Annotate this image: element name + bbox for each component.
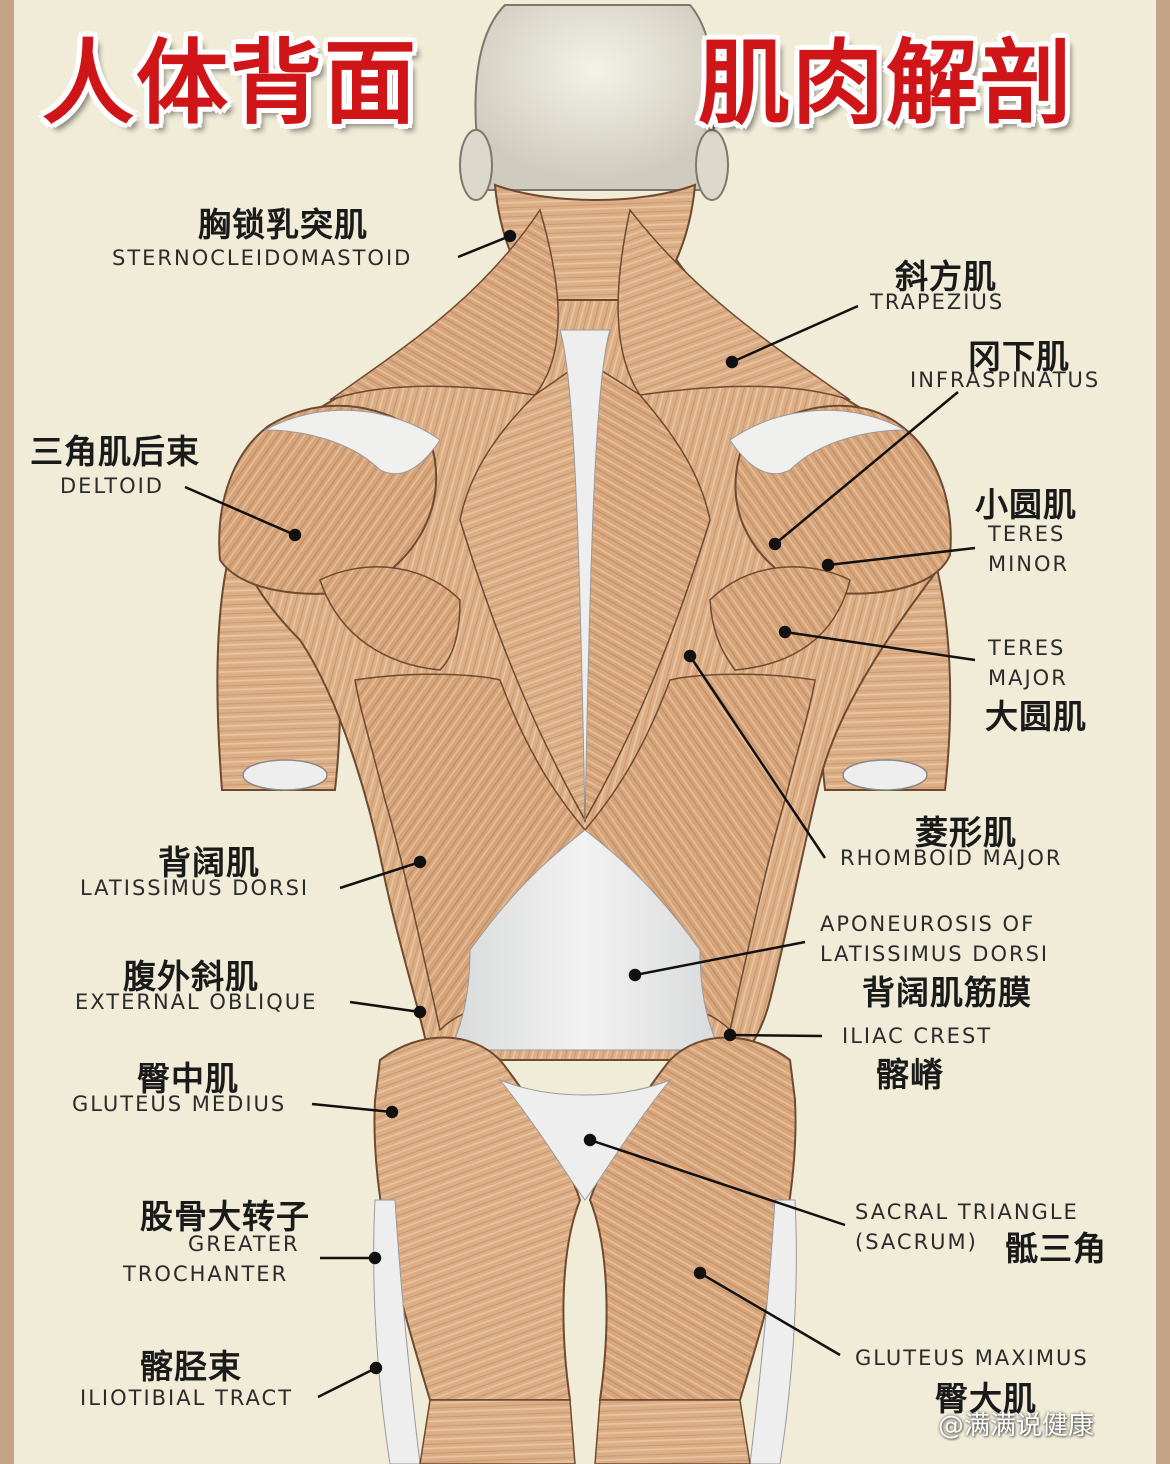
label-external-oblique-en: EXTERNAL OBLIQUE: [75, 990, 318, 1014]
label-sternocleidomastoid-zh: 胸锁乳突肌: [198, 205, 368, 244]
label-greater-trochanter-zh: 股骨大转子: [140, 1197, 310, 1236]
label-trapezius-zh: 斜方肌: [895, 257, 997, 296]
leader-lines: [184, 229, 976, 1399]
label-infraspinatus-en: INFRASPINATUS: [910, 368, 1101, 392]
label-sacral-triangle-en1: SACRAL TRIANGLE: [855, 1200, 1079, 1224]
latissimus-dorsi: [354, 673, 816, 1051]
label-sacral-triangle-en2: (SACRUM): [855, 1230, 978, 1254]
watermark: @满满说健康: [938, 1411, 1095, 1441]
label-gluteus-medius-zh: 臀中肌: [137, 1059, 239, 1098]
label-greater-trochanter-en1: GREATER: [188, 1232, 300, 1256]
label-iliac-crest-zh: 髂嵴: [876, 1055, 944, 1094]
label-greater-trochanter-en2: TROCHANTER: [123, 1262, 289, 1286]
label-gluteus-maximus-en: GLUTEUS MAXIMUS: [855, 1346, 1089, 1370]
label-aponeurosis-zh: 背阔肌筋膜: [862, 973, 1032, 1012]
trapezius-muscle: [329, 208, 851, 823]
label-teres-minor-zh: 小圆肌: [975, 485, 1077, 524]
gluteal-muscles: [373, 1036, 797, 1464]
label-deltoid-zh: 三角肌后束: [30, 432, 200, 471]
head: [459, 4, 729, 201]
label-latissimus-en: LATISSIMUS DORSI: [80, 876, 310, 900]
label-latissimus-zh: 背阔肌: [158, 843, 260, 882]
label-iliotibial-en: ILIOTIBIAL TRACT: [80, 1386, 294, 1410]
label-sternocleidomastoid-en: STERNOCLEIDOMASTOID: [112, 246, 413, 270]
label-trapezius-en: TRAPEZIUS: [870, 290, 1005, 314]
label-teres-major-en2: MAJOR: [988, 666, 1068, 690]
label-iliotibial-zh: 髂胫束: [140, 1347, 242, 1386]
label-teres-major-zh: 大圆肌: [985, 697, 1087, 736]
title-left: 人体背面: [42, 30, 419, 137]
label-external-oblique-zh: 腹外斜肌: [123, 957, 259, 996]
label-teres-minor-en1: TERES: [988, 522, 1066, 546]
label-gluteus-medius-en: GLUTEUS MEDIUS: [72, 1092, 287, 1116]
rotator-cuff-muscles: [319, 566, 851, 671]
label-gluteus-maximus-zh: 臀大肌: [935, 1379, 1037, 1418]
label-rhomboid-en: RHOMBOID MAJOR: [840, 846, 1063, 870]
label-sacral-triangle-zh: 骶三角: [1005, 1229, 1107, 1268]
label-aponeurosis-en1: APONEUROSIS OF: [820, 912, 1036, 936]
label-teres-minor-en2: MINOR: [988, 552, 1070, 576]
label-aponeurosis-en2: LATISSIMUS DORSI: [820, 942, 1050, 966]
label-teres-major-en1: TERES: [988, 636, 1066, 660]
label-deltoid-en: DELTOID: [60, 474, 164, 498]
label-infraspinatus-zh: 冈下肌: [968, 337, 1070, 376]
label-rhomboid-zh: 菱形肌: [915, 813, 1017, 852]
title-right: 肌肉解剖: [698, 30, 1075, 137]
label-iliac-crest-en: ILIAC CREST: [842, 1024, 993, 1048]
